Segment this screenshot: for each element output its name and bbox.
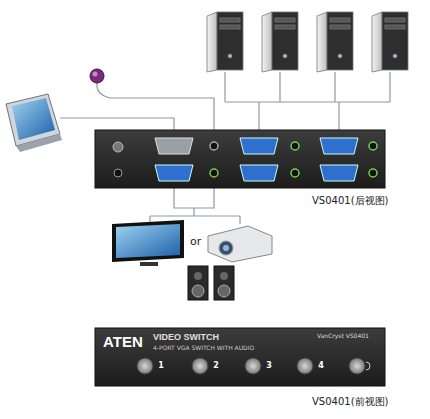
port-button-label: 1 bbox=[156, 360, 166, 372]
port-button-label: 2 bbox=[211, 360, 221, 372]
or-label: or bbox=[190, 236, 201, 248]
projector bbox=[208, 226, 272, 262]
lcd-tv bbox=[112, 220, 184, 266]
cables bbox=[60, 72, 390, 224]
front-panel-box: ATEN VIDEO SWITCH 4-PORT VGA SWITCH WITH A… bbox=[95, 328, 385, 386]
button-number: 2 bbox=[211, 360, 221, 372]
computer-towers bbox=[207, 12, 408, 72]
rear-panel bbox=[95, 130, 385, 188]
button-number: 1 bbox=[156, 360, 166, 372]
button-number: 4 bbox=[316, 360, 326, 372]
ir-sensor bbox=[90, 69, 104, 83]
caption-label: VS0401(前视图) bbox=[312, 396, 388, 407]
product-description: 4-PORT VGA SWITCH WITH AUDIO bbox=[153, 345, 254, 352]
port-button-label: 3 bbox=[264, 360, 274, 372]
brand-name: ATEN bbox=[103, 334, 143, 351]
caption-label: VS0401(后视图) bbox=[312, 195, 388, 206]
front-panel bbox=[95, 328, 385, 386]
touch-monitor bbox=[6, 94, 62, 152]
button-number: 3 bbox=[264, 360, 274, 372]
product-line: VIDEO SWITCH bbox=[153, 333, 219, 343]
speakers bbox=[188, 266, 234, 300]
port-button-label: 4 bbox=[316, 360, 326, 372]
model-name: VanCryst VS0401 bbox=[317, 333, 369, 340]
